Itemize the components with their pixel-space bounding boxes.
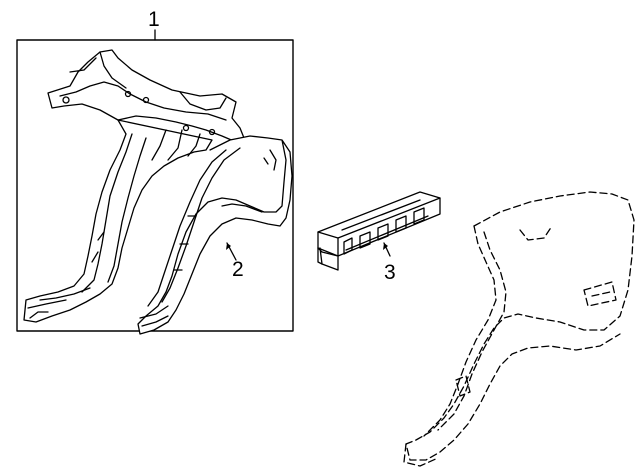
- pressure-vent: [317, 191, 441, 271]
- callout-3: 3: [384, 261, 396, 284]
- callout-2: 2: [232, 258, 244, 281]
- callout-1: 1: [148, 8, 160, 31]
- inner-quarter-panel: [23, 49, 245, 323]
- outer-wheelhouse: [137, 135, 293, 335]
- quarter-panel-reference: [403, 191, 635, 467]
